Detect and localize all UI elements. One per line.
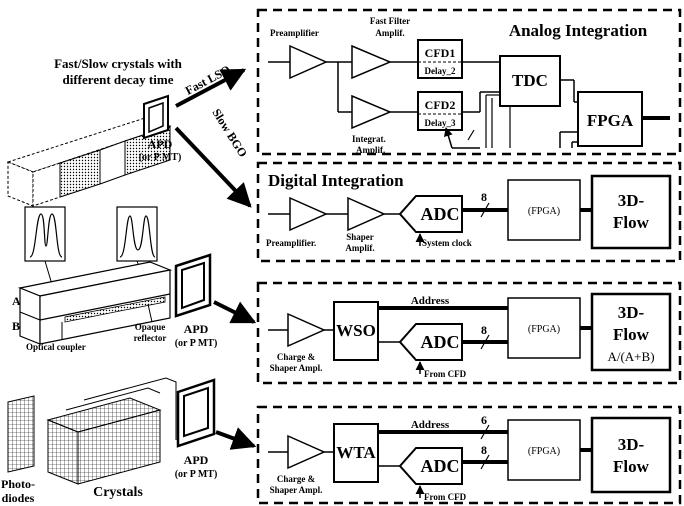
crystal-matrix: Photo- diodes Crystals APD (or P MT) xyxy=(1,377,257,505)
fast-slow-crystals: Fast/Slow crystals with different decay … xyxy=(6,56,183,207)
crystals-label-line1: Fast/Slow crystals with xyxy=(54,56,183,71)
slow-bgo-arrow: Slow BGO xyxy=(174,106,252,208)
wta-3dflow-block xyxy=(590,416,672,494)
wso-flow-label-2: Flow xyxy=(613,325,650,344)
photodiodes-label-2: diodes xyxy=(2,491,35,505)
delay3-label: Delay_3 xyxy=(425,118,456,128)
ratio-label: A/(A+B) xyxy=(607,349,654,364)
digital-flow-label-1: 3D- xyxy=(618,191,645,210)
slow-bgo-label: Slow BGO xyxy=(209,106,250,160)
opaque-reflector-label-1: Opaque xyxy=(135,322,166,332)
wso-fpga-label: (FPGA) xyxy=(528,324,560,335)
fast-lso-arrow: Fast LSO xyxy=(175,62,247,108)
shaper-amp xyxy=(347,196,386,232)
wta-address-bits-label: 6 xyxy=(481,413,487,427)
wta-adc-label: ADC xyxy=(421,456,460,476)
digital-bits-label: 8 xyxy=(481,190,487,204)
wta-flow-label-2: Flow xyxy=(613,457,650,476)
wta-block xyxy=(333,423,379,483)
wso-adc-label: ADC xyxy=(421,332,460,352)
analog-integration-panel: Analog Integration Preamplifier Fast Fil… xyxy=(256,8,682,156)
opaque-reflector-label-2: reflector xyxy=(134,333,167,343)
analog-preamp xyxy=(289,44,328,80)
wso-from-cfd-label: From CFD xyxy=(424,369,467,379)
digital-fpga-label: (FPGA) xyxy=(528,206,560,217)
shaper-label-1: Shaper xyxy=(346,232,374,242)
wso-charge-label-1: Charge & xyxy=(277,352,316,362)
wta-address-label: Address xyxy=(411,419,450,431)
crystals-label: Crystals xyxy=(93,485,143,500)
apd-alt-label-1: (or P MT) xyxy=(139,152,182,163)
wso-label: WSO xyxy=(336,321,376,340)
cfd1-block xyxy=(417,39,463,79)
photodiode-array xyxy=(7,395,35,473)
analog-title: Analog Integration xyxy=(509,21,648,40)
integrat-label-1: Integrat. xyxy=(352,134,386,144)
wso-block xyxy=(333,301,379,361)
wso-flow-label-1: 3D- xyxy=(618,303,645,322)
digital-preamp xyxy=(289,196,328,232)
digital-fpga-block xyxy=(507,179,581,241)
wso-3dflow-block xyxy=(590,292,672,372)
wta-charge-amp xyxy=(287,434,326,470)
integrat-amp xyxy=(351,94,392,130)
analog-preamp-label: Preamplifier xyxy=(270,28,319,38)
wta-flow-label-1: 3D- xyxy=(618,435,645,454)
shaper-label-2: Amplif. xyxy=(345,243,374,253)
wso-panel: Charge & Shaper Ampl. WSO Address ADC Fr… xyxy=(256,281,682,385)
wso-charge-label-2: Shaper Ampl. xyxy=(270,363,323,373)
label-b: B xyxy=(12,319,20,333)
photodiodes-label-1: Photo- xyxy=(1,477,35,491)
delay2-label: Delay_2 xyxy=(425,66,456,76)
digital-integration-panel: Digital Integration Preamplifier. Shaper… xyxy=(256,161,682,263)
wso-address-label: Address xyxy=(411,295,450,307)
wso-bits-label: 8 xyxy=(481,323,487,337)
wso-charge-amp xyxy=(287,312,326,348)
optical-coupler-label: Optical coupler xyxy=(26,342,86,352)
digital-adc-label: ADC xyxy=(421,204,460,224)
wso-fpga-block xyxy=(507,297,581,359)
digital-3dflow-block xyxy=(590,174,672,250)
fast-filter-label-2: Amplif. xyxy=(375,28,404,38)
cfd2-block xyxy=(417,91,463,131)
tdc-label: TDC xyxy=(512,71,548,90)
analog-fpga-label: FPGA xyxy=(587,111,634,130)
cfd1-label: CFD1 xyxy=(425,46,456,60)
wta-fpga-label: (FPGA) xyxy=(528,446,560,457)
digital-flow-label-2: Flow xyxy=(613,213,650,232)
apd-alt-label-2: (or P MT) xyxy=(175,338,218,349)
wta-panel: Charge & Shaper Ampl. WTA Address 6 ADC … xyxy=(256,405,682,505)
crystals-label-line2: different decay time xyxy=(63,72,174,87)
apd-alt-label-3: (or P MT) xyxy=(175,469,218,480)
wta-charge-label-2: Shaper Ampl. xyxy=(270,485,323,495)
apd-label-1: APD xyxy=(148,137,173,151)
fast-filter-amp xyxy=(351,44,392,80)
cfd2-label: CFD2 xyxy=(425,98,456,112)
wta-charge-label-1: Charge & xyxy=(277,474,316,484)
apd-label-2: APD xyxy=(184,322,209,336)
system-clock-label: System clock xyxy=(422,238,472,248)
digital-adc xyxy=(398,195,463,233)
wta-label: WTA xyxy=(336,443,376,462)
fast-filter-label-1: Fast Filter xyxy=(370,16,410,26)
tdc-block xyxy=(499,55,561,107)
ab-crystal-assembly: A B Optical coupler Opaque reflector APD… xyxy=(12,206,257,352)
wta-from-cfd-label: From CFD xyxy=(424,492,467,502)
wta-adc xyxy=(398,447,463,485)
wta-bits-label: 8 xyxy=(481,443,487,457)
digital-preamp-label: Preamplifier. xyxy=(266,238,316,248)
integrat-label-2: Amplif. xyxy=(356,145,385,155)
label-a: A xyxy=(12,294,21,308)
apd-label-3: APD xyxy=(184,453,209,467)
digital-title: Digital Integration xyxy=(268,171,404,190)
